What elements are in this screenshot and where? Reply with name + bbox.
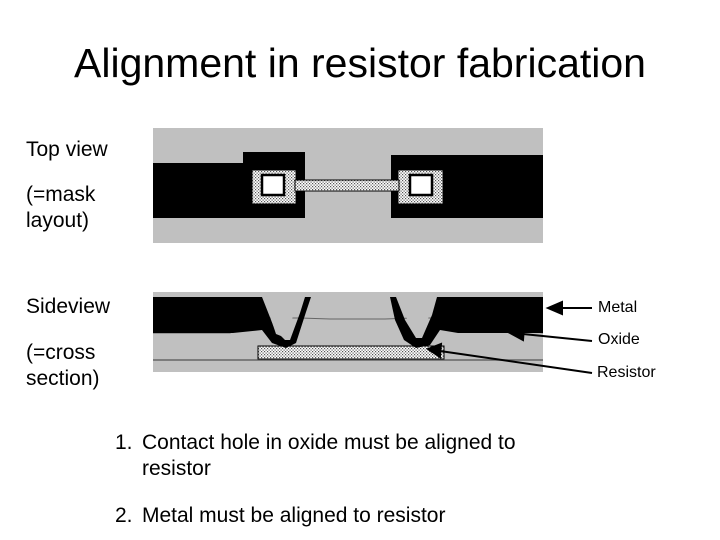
notes-list: 1. Contact hole in oxide must be aligned… xyxy=(115,430,516,529)
note-item: 2. Metal must be aligned to resistor xyxy=(115,503,516,529)
side-view-label: Sideview xyxy=(26,295,111,318)
oxide-arrow-line xyxy=(522,333,593,342)
resistor-arrowhead xyxy=(425,342,443,359)
note-item: 1. Contact hole in oxide must be aligned… xyxy=(115,430,516,483)
cross-section-label-line1: (=cross xyxy=(26,341,96,364)
mask-layout-label-line1: (=mask xyxy=(26,183,96,206)
left-metal-cross-section xyxy=(153,297,311,348)
legend-metal: Metal xyxy=(598,299,638,316)
oxide-arrowhead xyxy=(507,325,526,342)
note-number: 2. xyxy=(115,503,133,527)
right-contact-hole xyxy=(408,173,434,197)
note-number: 1. xyxy=(115,431,133,454)
metal-arrowhead xyxy=(545,300,563,316)
note-text-line2: resistor xyxy=(142,457,211,481)
legend-resistor: Resistor xyxy=(597,364,656,381)
note-text-line1: Contact hole in oxide must be aligned to xyxy=(142,431,516,454)
left-contact-hole xyxy=(260,173,286,197)
note-text-line1: Metal must be aligned to resistor xyxy=(142,503,446,527)
resistor-arrow-line xyxy=(439,350,593,374)
cross-section-label-line2: section) xyxy=(26,367,100,390)
right-contact-opening xyxy=(400,302,433,334)
side-view-section xyxy=(153,292,544,372)
resistor-strip xyxy=(294,179,400,192)
legend-oxide: Oxide xyxy=(598,331,640,348)
mask-layout-label-line2: layout) xyxy=(26,209,90,232)
left-contact-opening xyxy=(266,300,300,338)
top-view-layout xyxy=(153,128,543,243)
top-view-label: Top view xyxy=(26,138,108,161)
legend-arrows xyxy=(425,300,593,374)
right-metal-cross-section xyxy=(390,297,543,348)
slide-title: Alignment in resistor fabrication xyxy=(74,40,646,86)
